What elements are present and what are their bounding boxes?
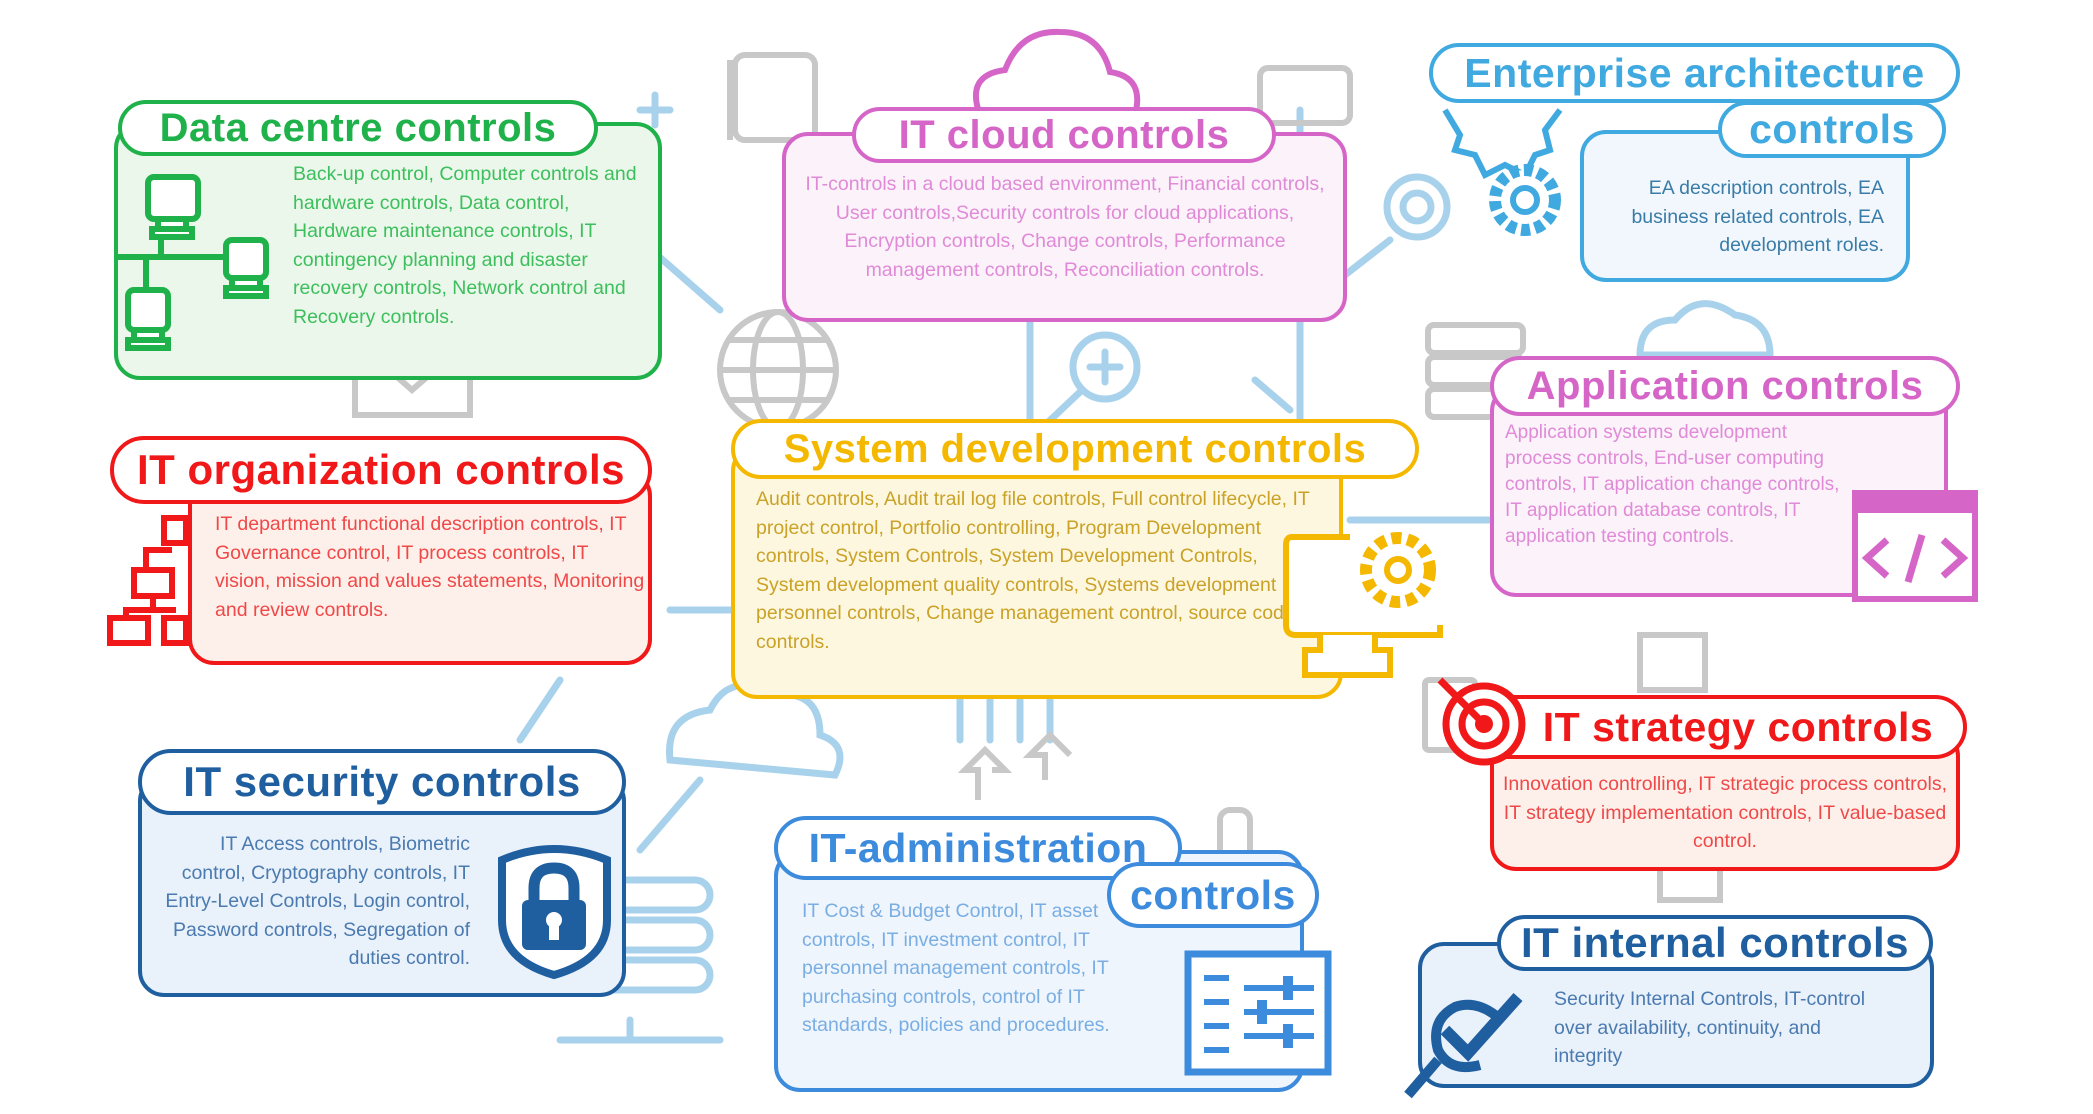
cloud-icon [1636,300,1774,359]
target-icon [1383,173,1451,241]
upload-arrow-icon [957,730,1073,800]
gears-icon [1442,108,1563,236]
zoom-plus-icon [1069,331,1141,403]
it-organization-title: IT organization controls [110,436,652,504]
it-internal-title: IT internal controls [1497,915,1933,971]
it-cloud-title: IT cloud controls [852,107,1276,163]
system-development-title: System development controls [731,419,1419,479]
it-cloud-panel [782,132,1347,322]
network-computers-icon [116,174,269,351]
it-administration-title-line2: controls [1107,862,1319,928]
plus-icon [636,91,674,129]
server-rack-icon [1425,322,1526,356]
enterprise-architecture-title-line2: controls [1718,101,1946,158]
application-description: Application systems development process … [1505,422,1840,547]
connector-line [1251,376,1294,414]
connector-line [636,776,704,854]
printer-icon [1257,65,1353,126]
settings-sliders-icon [1184,950,1332,1076]
application-title: Application controls [1490,356,1960,416]
code-window-icon [1852,490,1978,602]
door-icon [1637,632,1708,693]
it-administration-title-line1: IT-administration [774,816,1182,880]
enterprise-architecture-title-line1: Enterprise architecture [1429,43,1960,103]
data-centre-description: Back-up control, Computer controls and h… [293,163,637,328]
it-cloud-description: IT-controls in a cloud based environment… [805,173,1325,281]
phone-icon [732,52,818,143]
it-security-title: IT security controls [138,749,626,815]
it-strategy-title: IT strategy controls [1449,695,1967,759]
it-organization-description: IT department functional description con… [215,513,645,621]
monitor-gear-icon [1283,532,1443,678]
it-strategy-description: Innovation controlling, IT strategic pro… [1502,773,1948,852]
system-development-description: Audit controls, Audit trail log file con… [756,488,1310,653]
connector-line [516,676,564,744]
it-administration-description: IT Cost & Budget Control, IT asset contr… [802,900,1110,1036]
target-icon [1437,677,1526,766]
lock-shield-icon [498,845,611,980]
system-development-panel [731,445,1343,699]
enterprise-architecture-description: EA description controls, EA business rel… [1631,177,1884,256]
cloud-icon [973,28,1141,117]
connector-line [956,696,1054,744]
wrench-check-icon [1404,993,1523,1099]
data-centre-panel [114,122,662,380]
it-internal-description: Security Internal Controls, IT-control o… [1554,988,1866,1067]
it-security-description: IT Access controls, Biometric control, C… [165,833,470,969]
org-chart-icon [107,515,189,646]
data-centre-title: Data centre controls [118,100,598,156]
